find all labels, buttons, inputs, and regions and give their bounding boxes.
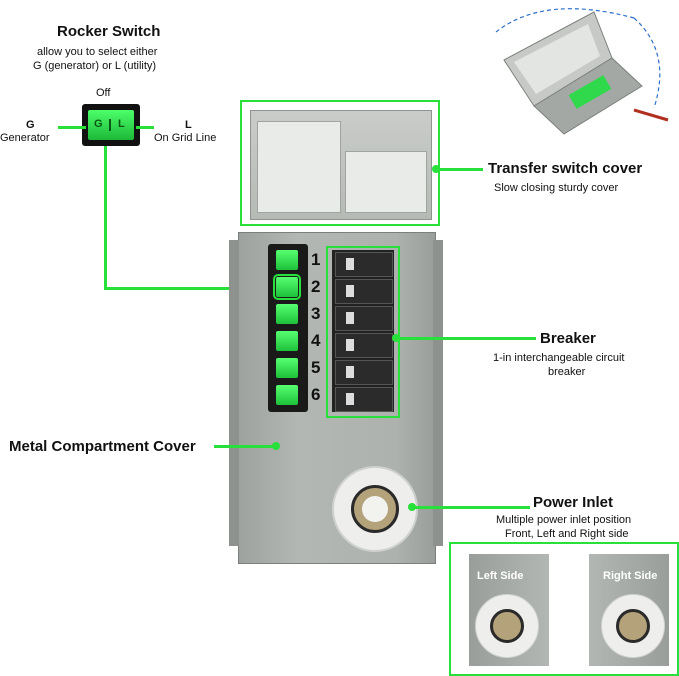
rocker-switch-g-mark: G (94, 118, 103, 130)
panel-rocker-switch (276, 304, 298, 324)
inlet-leader-h (412, 506, 510, 509)
left-side-label: Left Side (477, 570, 524, 582)
circuit-breaker (335, 252, 393, 277)
breaker-handle (346, 339, 354, 351)
cover-label-sheet-left (257, 121, 341, 213)
cover-lid (250, 110, 432, 220)
circuit-breaker (335, 333, 393, 358)
inlet-desc-2: Front, Left and Right side (505, 528, 629, 540)
panel-rocker-switch (276, 250, 298, 270)
right-side-socket (616, 609, 650, 643)
front-inlet-socket (351, 485, 399, 533)
rocker-panel (268, 244, 308, 412)
side-inlet-inset: Left Side Right Side (449, 542, 679, 676)
breaker-number: 2 (311, 277, 321, 296)
cover-open-inset (484, 2, 676, 152)
right-side-label: Right Side (603, 570, 658, 582)
breaker-block (326, 246, 400, 418)
panel-rocker-switch (276, 331, 298, 351)
right-mount-tab (433, 240, 443, 546)
metal-cover-title: Metal Compartment Cover (9, 438, 196, 455)
breaker-handle (346, 312, 354, 324)
rocker-switch-row (273, 248, 302, 408)
circuit-breaker (335, 360, 393, 385)
rocker-l-label: On Grid Line (154, 132, 217, 144)
panel-rocker-switch (276, 358, 298, 378)
metal-cover-dot (272, 442, 280, 450)
rocker-switch-center-mark (109, 119, 111, 131)
cover-title: Transfer switch cover (488, 160, 643, 177)
right-side-inlet (601, 594, 665, 658)
rocker-switch-desc-2: G (generator) or L (utility) (33, 60, 157, 72)
inlet-desc-1: Multiple power inlet position (496, 514, 632, 526)
breaker-numbers: 1 2 3 4 5 6 (311, 250, 327, 410)
rocker-down-leader (104, 146, 107, 289)
cover-leader (436, 168, 483, 171)
metal-cover-leader (214, 445, 276, 448)
breaker-number: 6 (311, 385, 321, 404)
front-power-inlet (332, 466, 418, 552)
breaker-handle (346, 366, 354, 378)
rocker-to-panel-leader (104, 287, 274, 290)
rocker-switch-title: Rocker Switch (57, 23, 161, 40)
rocker-off-label: Off (96, 87, 111, 99)
circuit-breaker (335, 306, 393, 331)
transfer-switch-cover (240, 100, 440, 226)
cover-open-illustration (495, 8, 669, 135)
rocker-l-letter: L (185, 119, 192, 131)
circuit-breaker (335, 387, 393, 412)
front-inlet-face (362, 496, 388, 522)
cover-label-sheet-right (345, 151, 427, 213)
breaker-handle (346, 285, 354, 297)
breaker-title: Breaker (540, 330, 596, 347)
breaker-number: 3 (311, 304, 321, 323)
breaker-leader (396, 337, 536, 340)
breaker-desc-1: 1-in interchangeable circuit (493, 352, 625, 364)
rocker-l-leader (136, 126, 154, 129)
circuit-breaker (335, 279, 393, 304)
left-side-panel: Left Side (469, 554, 549, 666)
rocker-switch-face: G L (88, 110, 134, 140)
breaker-number: 5 (311, 358, 321, 377)
rocker-g-leader (58, 126, 86, 129)
cover-desc: Slow closing sturdy cover (494, 182, 619, 194)
breaker-handle (346, 258, 354, 270)
panel-rocker-switch (276, 385, 298, 405)
breaker-number: 1 (311, 250, 321, 269)
left-mount-tab (229, 240, 239, 546)
right-side-panel: Right Side (589, 554, 669, 666)
left-side-socket (490, 609, 524, 643)
inlet-leader-end (508, 506, 530, 509)
rocker-switch-l-mark: L (118, 118, 125, 130)
rocker-switch-desc-1: allow you to select either (37, 46, 158, 58)
rocker-g-letter: G (26, 119, 35, 131)
breaker-stack (332, 250, 394, 412)
breaker-handle (346, 393, 354, 405)
panel-rocker-switch (273, 274, 301, 300)
breaker-desc-2: breaker (548, 366, 586, 378)
inlet-title: Power Inlet (533, 494, 614, 511)
left-side-inlet (475, 594, 539, 658)
breaker-number: 4 (311, 331, 321, 350)
rocker-g-label: Generator (0, 132, 50, 144)
rocker-switch-image: G L (82, 104, 140, 146)
